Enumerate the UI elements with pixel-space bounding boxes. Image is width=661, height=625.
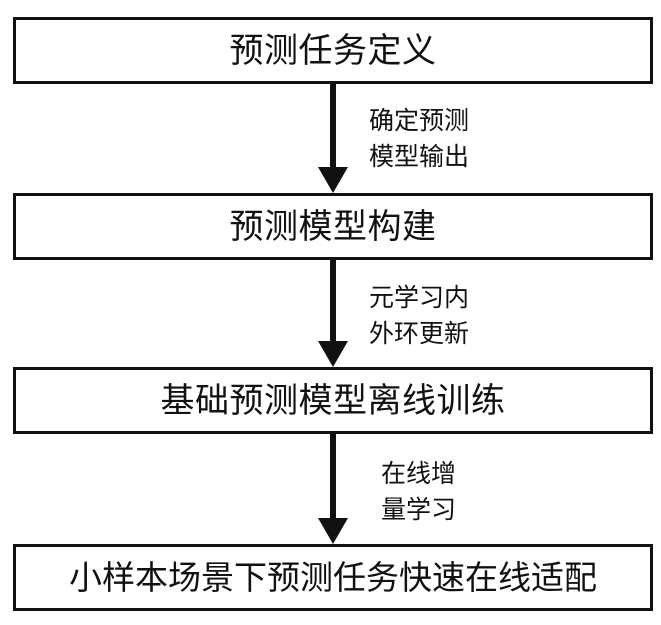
transition-note-line: 外环更新 — [369, 319, 470, 348]
down-arrow-icon — [318, 260, 348, 367]
step-label: 预测任务定义 — [229, 30, 437, 71]
down-arrow-icon — [318, 84, 348, 193]
transition-note: 元学习内 外环更新 — [369, 280, 469, 352]
step-box-task-definition: 预测任务定义 — [13, 17, 653, 84]
arrow-head — [318, 167, 348, 193]
arrow-shaft — [330, 260, 336, 343]
transition-note: 确定预测 模型输出 — [369, 103, 469, 175]
transition-note: 在线增 量学习 — [381, 456, 456, 528]
transition-note-line: 在线增 — [381, 459, 457, 488]
step-box-online-adaptation: 小样本场景下预测任务快速在线适配 — [13, 544, 653, 611]
step-box-model-construction: 预测模型构建 — [13, 193, 653, 260]
arrow-shaft — [330, 434, 336, 520]
down-arrow-icon — [318, 434, 348, 544]
step-label: 预测模型构建 — [229, 206, 437, 247]
arrow-shaft — [330, 84, 336, 169]
step-box-offline-training: 基础预测模型离线训练 — [13, 367, 653, 434]
step-label: 小样本场景下预测任务快速在线适配 — [69, 558, 597, 597]
arrow-head — [318, 518, 348, 544]
arrow-head — [318, 341, 348, 367]
step-label: 基础预测模型离线训练 — [160, 380, 506, 421]
transition-note-line: 确定预测 — [369, 106, 470, 135]
transition-note-line: 量学习 — [381, 495, 457, 524]
transition-note-line: 元学习内 — [369, 283, 470, 312]
transition-note-line: 模型输出 — [369, 142, 470, 171]
